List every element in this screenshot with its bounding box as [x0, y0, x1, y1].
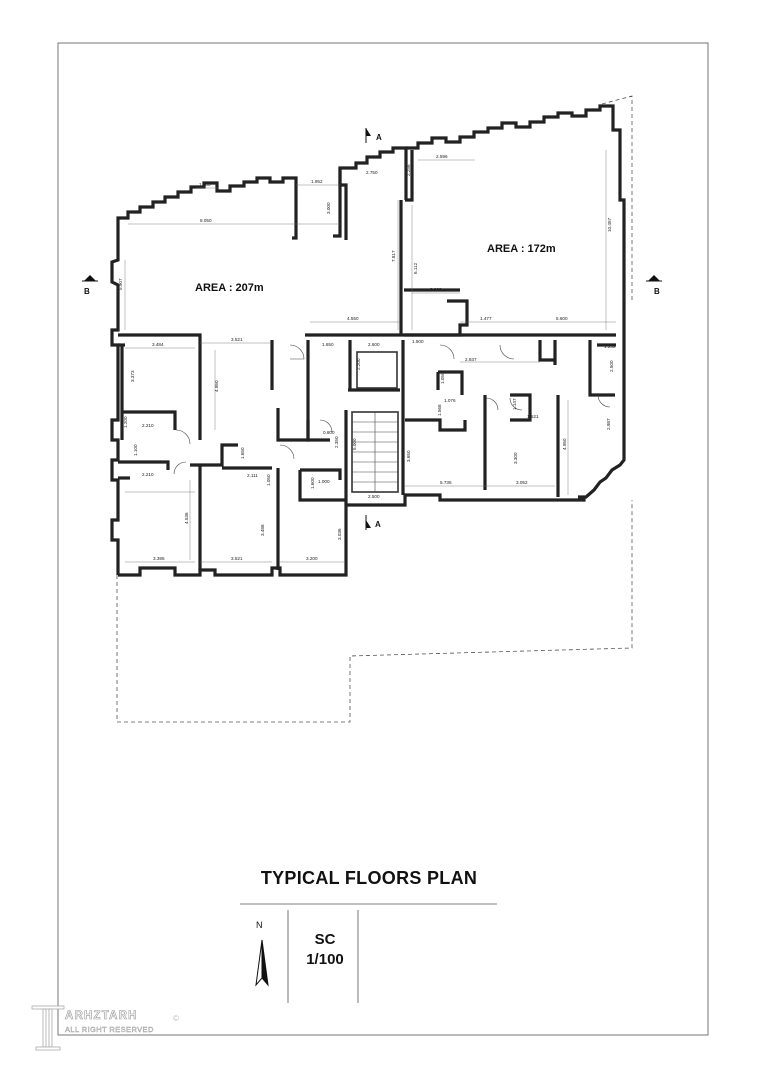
dim-label: 4.536	[184, 512, 189, 524]
dim-label: 5.735	[440, 480, 452, 485]
svg-text:B: B	[84, 287, 90, 296]
title-block: TYPICAL FLOORS PLAN	[240, 868, 498, 889]
dim-label: 2.500	[609, 360, 614, 372]
dim-label: 2.596	[436, 154, 448, 159]
dim-label: 2.256	[406, 164, 411, 176]
site-boundary-top	[601, 95, 633, 300]
dim-label: 2.200	[356, 358, 361, 370]
area-label-left: AREA : 207m	[195, 282, 264, 294]
dim-label: 1.200	[199, 182, 211, 187]
interior-walls	[118, 150, 616, 570]
dim-label: 1.000	[318, 479, 330, 484]
dim-label: 5.907	[118, 278, 123, 290]
dim-label: 1.477	[480, 316, 492, 321]
dim-label: 1.521	[527, 414, 539, 419]
column-logo-icon	[31, 1005, 65, 1051]
dim-label: 8.050	[200, 218, 212, 223]
dim-label: 2.210	[142, 423, 154, 428]
section-marker-a-bottom: A	[365, 515, 381, 530]
dim-label: 4.950	[562, 438, 567, 450]
sheet-border	[57, 42, 709, 1036]
dim-label: 2.210	[142, 472, 154, 477]
dim-label: 1.500	[412, 339, 424, 344]
logo-rights: ALL RIGHT RESERVED	[65, 1025, 154, 1034]
dim-label: 1.200	[123, 416, 128, 428]
dim-label: 2.111	[247, 473, 258, 478]
site-boundary	[116, 500, 633, 723]
dim-label: 4.950	[214, 380, 219, 392]
plan-title: TYPICAL FLOORS PLAN	[260, 868, 478, 888]
svg-text:B: B	[654, 287, 660, 296]
dim-label: 1.147	[512, 398, 517, 410]
dim-label: 1.050	[440, 372, 445, 384]
dim-label: 2.350	[334, 436, 339, 448]
logo-brand: ARHZTARH	[65, 1010, 138, 1023]
dimension-labels: 1.200 1.952 2.750 2.596 2.256 3.000 8.05…	[118, 154, 616, 561]
dim-label: 2.500	[368, 494, 380, 499]
dim-label: 2.987	[606, 418, 611, 430]
dim-label: 0.800	[323, 430, 335, 435]
dim-label: 3.052	[516, 480, 528, 485]
dim-label: 4.550	[347, 316, 359, 321]
section-marker-a-top: A	[365, 128, 382, 143]
dim-label: 1.952	[311, 179, 323, 184]
dim-label: 3.488	[260, 524, 265, 536]
dim-label: 7.817	[391, 250, 396, 262]
outer-walls	[110, 104, 626, 577]
dim-label: 1.050	[266, 474, 271, 486]
dim-label: 1.568	[437, 404, 442, 416]
dim-label: 3.373	[130, 370, 135, 382]
dim-label: 3.650	[406, 450, 411, 462]
dim-label: 1.650	[240, 447, 245, 459]
dim-label: 1.600	[310, 477, 315, 489]
door-swings	[173, 344, 611, 475]
dim-label: 6.112	[413, 262, 418, 274]
dim-label: 3.484	[152, 342, 164, 347]
dim-label: 3.395	[153, 556, 165, 561]
svg-text:A: A	[376, 133, 382, 142]
north-arrow-icon	[255, 939, 269, 987]
dim-label: 3.060	[430, 287, 442, 292]
dim-label: 3.521	[231, 337, 243, 342]
scale-label: SC 1/100	[306, 931, 344, 968]
section-marker-b-right: B	[646, 275, 662, 296]
dim-label: 2.750	[366, 170, 378, 175]
dim-label: 2.937	[465, 357, 477, 362]
dim-label: 1.232	[604, 344, 616, 349]
area-label-right: AREA : 172m	[487, 243, 556, 255]
watermark-logo: ARHZTARH ALL RIGHT RESERVED ©	[30, 1003, 190, 1053]
dim-label: 1.100	[133, 444, 138, 456]
dim-label: 2.600	[368, 342, 380, 347]
dim-label: 5.600	[556, 316, 568, 321]
dim-label: 10.457	[607, 218, 612, 232]
dim-label: 3.521	[231, 556, 243, 561]
dim-label: 3.000	[326, 202, 331, 214]
dim-label: 3.200	[306, 556, 318, 561]
logo-copyright: ©	[173, 1014, 179, 1023]
dimension-lines	[124, 150, 616, 563]
section-marker-b-left: B	[82, 275, 98, 296]
dim-label: 1.076	[444, 398, 456, 403]
north-label: N	[256, 920, 263, 930]
staircase	[351, 351, 399, 493]
dim-label: 1.650	[322, 342, 334, 347]
dim-label: 5.000	[352, 438, 357, 450]
svg-text:A: A	[375, 520, 381, 529]
dim-label: 3.300	[513, 452, 518, 464]
dim-label: 3.036	[337, 528, 342, 540]
